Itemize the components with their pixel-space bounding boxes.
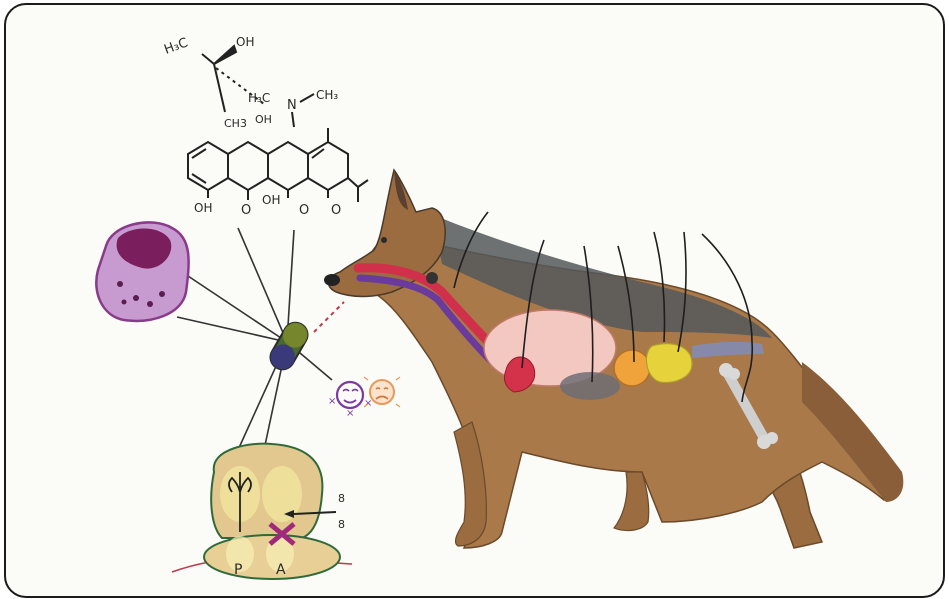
oh-mid-label: OH (255, 113, 272, 126)
p-site-label: P (234, 562, 242, 578)
a-site-label: A (276, 562, 286, 578)
svg-text:×: × (346, 408, 354, 419)
ribosome: 8 8 P A (172, 444, 352, 579)
nme-left-label: H₃C (248, 91, 270, 105)
carbonyl-o-2: O (299, 203, 309, 218)
dog (324, 170, 903, 548)
carbonyl-o-1: O (241, 203, 251, 218)
diagram-canvas: H₃C OH H₃C N CH₃ CH3 OH OH O OH O O (6, 5, 943, 596)
methyl-top-label: H₃C (162, 35, 190, 57)
ch3-label: CH3 (224, 117, 247, 130)
svg-text:×: × (328, 396, 336, 407)
nme-right-label: CH₃ (316, 88, 338, 102)
illustration-frame: H₃C OH H₃C N CH₃ CH3 OH OH O OH O O (4, 3, 945, 598)
oh-bottom-left-label: OH (194, 201, 212, 215)
svg-text:×: × (364, 398, 372, 409)
arrow-label-1: 8 (338, 492, 345, 505)
nitrogen-label: N (287, 98, 297, 113)
capsule-connector-lines (177, 228, 344, 450)
tetracycline-molecule: H₃C OH H₃C N CH₃ CH3 OH OH O OH O O (162, 35, 368, 218)
drug-capsule (266, 318, 312, 373)
carbonyl-o-3: O (331, 203, 341, 218)
hydroxyl-top-label: OH (236, 35, 254, 49)
infected-cell (96, 222, 188, 320)
oh-bottom-mid-label: OH (262, 193, 280, 207)
arrow-label-2: 8 (338, 518, 345, 531)
sad-bacterium-icon: × × × (328, 382, 372, 419)
